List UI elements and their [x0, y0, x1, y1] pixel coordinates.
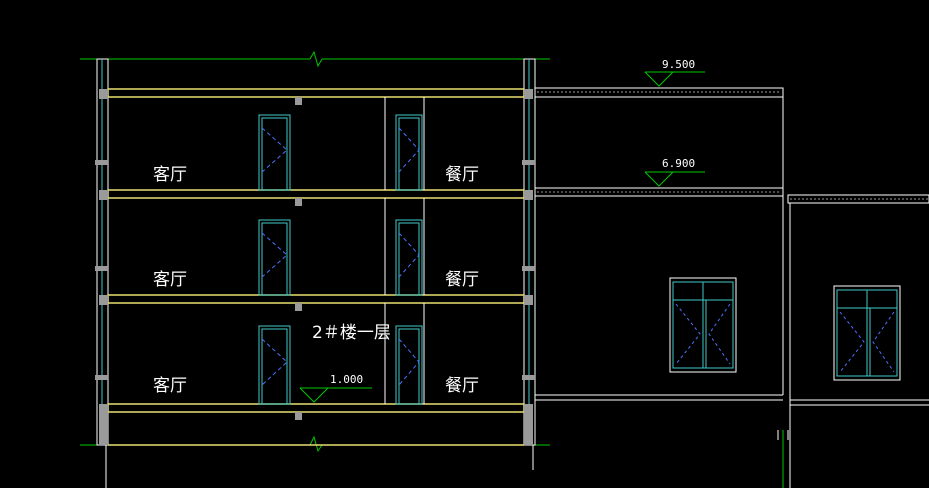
elevation-value-roof-top: 9.500 [662, 58, 695, 71]
floor-slab-2 [107, 294, 525, 304]
building-label: 2＃楼一层 [312, 323, 391, 343]
bottom-dimension-line [80, 435, 550, 453]
top-dimension-line [80, 50, 550, 68]
room-label-living-f1: 客厅 [153, 376, 187, 396]
room-label-dining-f1: 餐厅 [445, 376, 479, 396]
right-annex-outline [534, 87, 929, 488]
elevation-value-floor-1: 1.000 [330, 373, 363, 386]
elevation-marker-floor-1: 1.000 [299, 373, 372, 403]
doors [258, 114, 423, 405]
beam-stubs [295, 97, 302, 420]
door-left-f2 [258, 219, 291, 296]
slab-ends [99, 89, 533, 445]
floor-slab-1 [107, 403, 525, 413]
roof-slab [107, 88, 525, 98]
annex-window-left [669, 277, 737, 373]
room-label-living-f2: 客厅 [153, 270, 187, 290]
door-right-f1 [395, 325, 423, 405]
door-left-f3 [258, 114, 291, 191]
wall-notches [95, 160, 535, 380]
interior-partitions [384, 97, 425, 404]
elevation-marker-roof-mid: 6.900 [644, 157, 705, 187]
elevation-marker-roof-top: 9.500 [644, 58, 705, 87]
door-right-f2 [395, 219, 423, 296]
door-right-f3 [395, 114, 423, 191]
room-label-living-f3: 客厅 [153, 165, 187, 185]
floor-slab-3 [107, 189, 525, 199]
room-label-dining-f2: 餐厅 [445, 270, 479, 290]
room-label-dining-f3: 餐厅 [445, 165, 479, 185]
annex-window-right [833, 285, 901, 381]
door-left-f1 [258, 325, 291, 405]
elevation-value-roof-mid: 6.900 [662, 157, 695, 170]
